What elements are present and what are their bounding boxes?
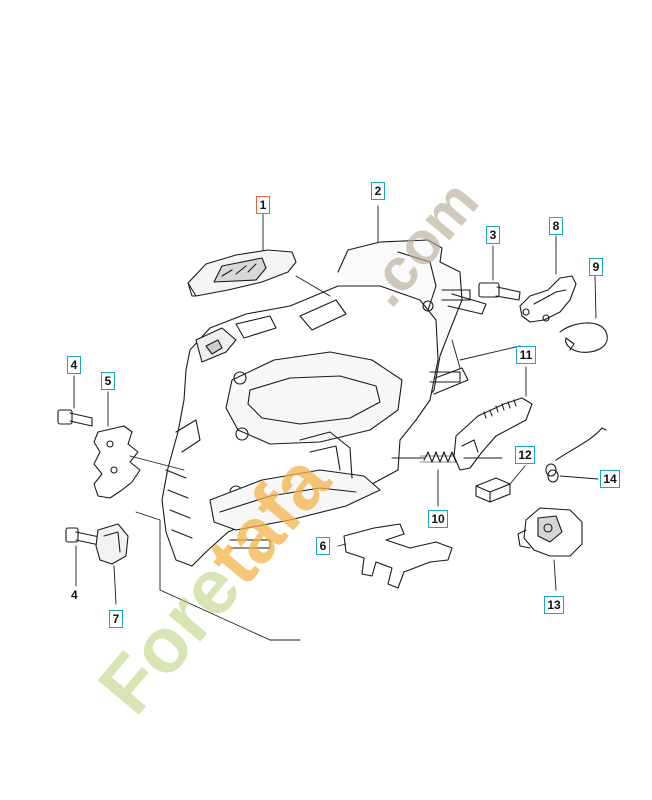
part-1-handle-cover: [187, 249, 297, 297]
part-11-lever: [453, 397, 533, 471]
callout-9[interactable]: 9: [589, 258, 603, 276]
part-4-bolt-lower: [65, 527, 105, 547]
part-7-bracket: [95, 523, 129, 565]
callout-1[interactable]: 1: [256, 196, 270, 214]
callout-2[interactable]: 2: [371, 182, 385, 200]
leader-lines: [73, 205, 599, 641]
callout-4-upper[interactable]: 4: [67, 356, 81, 374]
part-5-plate: [93, 425, 141, 499]
callout-3[interactable]: 3: [486, 226, 500, 244]
callout-6[interactable]: 6: [316, 537, 330, 555]
callout-5[interactable]: 5: [101, 372, 115, 390]
callout-14[interactable]: 14: [600, 470, 620, 488]
callout-12[interactable]: 12: [515, 446, 535, 464]
part-14-spring: [545, 427, 607, 483]
part-3-bolt: [478, 282, 521, 301]
callout-11[interactable]: 11: [516, 346, 536, 364]
callout-13[interactable]: 13: [544, 596, 564, 614]
part-9-ring: [559, 322, 608, 353]
part-2-crankcase: [161, 239, 487, 567]
part-12-block: [475, 477, 511, 503]
part-6-plate: [343, 523, 453, 589]
callout-7[interactable]: 7: [109, 610, 123, 628]
callout-10[interactable]: 10: [428, 510, 448, 528]
part-8-bracket: [519, 275, 577, 323]
part-4-bolt-upper: [57, 409, 93, 427]
callout-8[interactable]: 8: [549, 217, 563, 235]
callout-4-lower[interactable]: 4: [71, 588, 78, 602]
part-13-catch: [517, 507, 583, 557]
